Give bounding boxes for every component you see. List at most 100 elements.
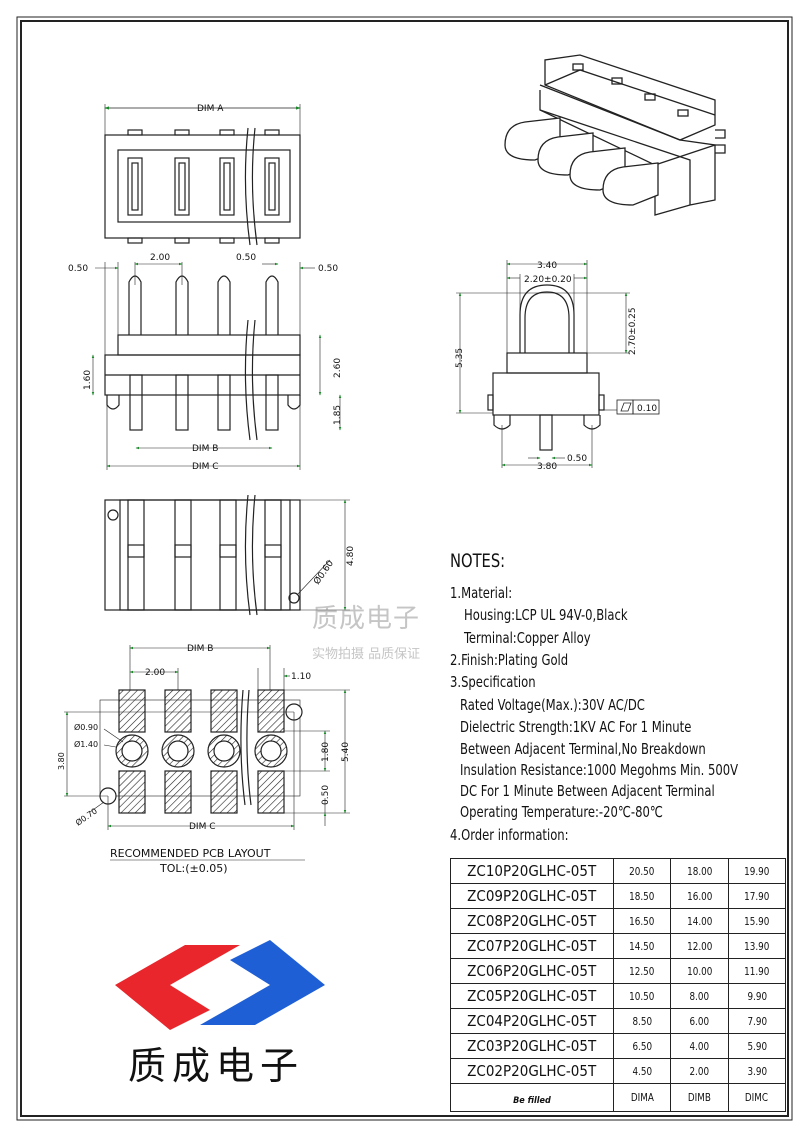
cell-text: ZC09P20GLHC-05T (467, 887, 597, 905)
cell-text: 18.00 (686, 864, 713, 878)
bottom-view (104, 494, 350, 616)
part-number-cell: ZC04P20GLHC-05T (450, 1008, 614, 1034)
note-line: 3.Specification (450, 673, 536, 691)
dimension-cell: 20.50 (612, 858, 672, 884)
pcb-layout-title: RECOMMENDED PCB LAYOUT (110, 847, 271, 860)
cell-text: 12.50 (629, 964, 655, 978)
total-height-label: 5.35 (455, 348, 465, 368)
pcb-center-label: 1.80 (321, 742, 331, 762)
dimension-cell: 8.00 (670, 983, 729, 1009)
note-line: Dielectric Strength:1KV AC For 1 Minute (460, 718, 692, 736)
dimension-cell: 8.50 (612, 1008, 672, 1034)
part-number-cell: ZC02P20GLHC-05T (450, 1058, 614, 1084)
cell-text: 14.50 (629, 939, 655, 953)
pin-width-label: 0.50 (567, 454, 587, 464)
dimension-cell: 10.00 (670, 958, 729, 984)
top-view (104, 104, 301, 246)
note-line: Insulation Resistance:1000 Megohms Min. … (460, 761, 739, 779)
dimension-cell: 2.00 (670, 1058, 729, 1084)
cell-text: ZC08P20GLHC-05T (467, 912, 597, 930)
peg-hole-label: Ø0.70 (73, 806, 98, 828)
note-line: Rated Voltage(Max.):30V AC/DC (460, 696, 645, 714)
dimension-cell: 15.90 (727, 908, 787, 934)
cell-text: 16.00 (686, 889, 713, 903)
right-offset-label-a: 0.50 (236, 253, 256, 263)
isometric-view (504, 54, 726, 216)
cell-text: Be filled (513, 1095, 551, 1106)
cell-text: 14.00 (686, 914, 713, 928)
footer-label: Be filled (450, 1083, 614, 1112)
cell-text: 20.50 (629, 864, 655, 878)
table-row: ZC08P20GLHC-05T 16.50 14.00 15.90 (450, 908, 787, 934)
note-line: 1.Material: (450, 584, 513, 602)
dimension-cell: 17.90 (727, 883, 787, 909)
hole-inner-label: Ø0.90 (74, 722, 98, 732)
cell-text: 18.50 (629, 889, 655, 903)
dimension-cell: 4.00 (670, 1033, 729, 1059)
dimension-cell: 9.90 (727, 983, 787, 1009)
flatness-label: 0.10 (637, 404, 657, 414)
cell-text: 10.00 (686, 964, 713, 978)
dimension-cell: 4.50 (612, 1058, 672, 1084)
pin-height-label: 1.85 (333, 405, 343, 425)
cell-text: ZC06P20GLHC-05T (467, 962, 597, 980)
dim-b-label: DIM B (192, 444, 218, 454)
dimension-cell: 16.50 (612, 908, 672, 934)
cell-text: ZC10P20GLHC-05T (467, 862, 597, 880)
cell-text: DIMB (687, 1091, 711, 1104)
cell-text: 17.90 (744, 889, 770, 903)
note-line: 2.Finish:Plating Gold (450, 651, 569, 669)
cell-text: 3.90 (747, 1064, 767, 1078)
dimension-cell: 6.00 (670, 1008, 729, 1034)
pcb-dim-c-label: DIM C (189, 822, 216, 832)
table-row: ZC06P20GLHC-05T 12.50 10.00 11.90 (450, 958, 787, 984)
part-number-cell: ZC05P20GLHC-05T (450, 983, 614, 1009)
cell-text: 12.00 (686, 939, 713, 953)
dimension-cell: 10.50 (612, 983, 672, 1009)
dimension-cell: 11.90 (727, 958, 787, 984)
bottom-height-label: 4.80 (346, 546, 356, 566)
dimension-cell: 6.50 (612, 1033, 672, 1059)
cell-text: ZC03P20GLHC-05T (467, 1037, 597, 1055)
pitch-label: 2.00 (150, 253, 170, 263)
frame-inner (20, 20, 789, 1117)
contact-width-label: 2.20±0.20 (524, 275, 572, 285)
note-line: Operating Temperature:-20℃-80℃ (460, 803, 663, 821)
watermark-slogan: 实物拍摄 品质保证 (312, 647, 421, 662)
pcb-gap-label: 0.50 (321, 785, 331, 805)
notes-title: NOTES: (450, 550, 506, 572)
dimension-cell: DIMA (612, 1083, 672, 1112)
cell-text: DIMA (630, 1091, 654, 1104)
pcb-left-height-label: 3.80 (57, 752, 66, 770)
watermark-company: 质成电子 (312, 604, 421, 634)
left-height-label: 1.60 (83, 370, 93, 390)
cell-text: 5.90 (747, 1039, 767, 1053)
dimension-cell: DIMC (727, 1083, 787, 1112)
cell-text: 2.00 (689, 1064, 710, 1078)
table-footer-row: Be filled DIMA DIMB DIMC (450, 1083, 787, 1112)
dimension-cell: 12.00 (670, 933, 729, 959)
dimension-cell: 18.50 (612, 883, 672, 909)
dim-c-label: DIM C (192, 462, 219, 472)
table-row: ZC05P20GLHC-05T 10.50 8.00 9.90 (450, 983, 787, 1009)
cell-text: ZC05P20GLHC-05T (467, 987, 597, 1005)
dimension-cell: 18.00 (670, 858, 729, 884)
part-number-cell: ZC06P20GLHC-05T (450, 958, 614, 984)
right-offset-label-b: 0.50 (318, 264, 338, 274)
cell-text: 15.90 (744, 914, 770, 928)
cell-text: 8.50 (632, 1014, 652, 1028)
part-number-cell: ZC09P20GLHC-05T (450, 883, 614, 909)
dimension-cell: 13.90 (727, 933, 787, 959)
part-number-cell: ZC08P20GLHC-05T (450, 908, 614, 934)
table-row: ZC07P20GLHC-05T 14.50 12.00 13.90 (450, 933, 787, 959)
cell-text: 8.00 (689, 989, 710, 1003)
part-number-cell: ZC10P20GLHC-05T (450, 858, 614, 884)
cell-text: ZC07P20GLHC-05T (467, 937, 597, 955)
contact-height-label: 2.70±0.25 (628, 307, 638, 355)
cell-text: 10.50 (629, 989, 655, 1003)
dimension-cell: 14.00 (670, 908, 729, 934)
cell-text: DIMC (745, 1091, 769, 1104)
